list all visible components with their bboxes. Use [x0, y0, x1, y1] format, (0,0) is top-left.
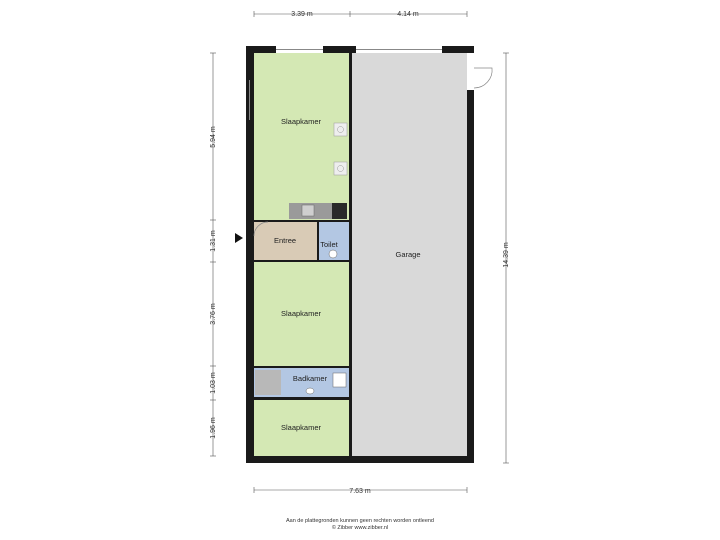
label-badkamer: Badkamer [293, 374, 328, 383]
label-toilet: Toilet [320, 240, 338, 249]
fixture-2-dot [337, 165, 344, 172]
fixture-2 [333, 161, 348, 176]
fixture-1-dot [337, 126, 344, 133]
dim-left-3: 3.76 m [210, 303, 217, 325]
entree-door-swing [253, 221, 269, 237]
room-garage-fill [352, 53, 467, 456]
dim-right-total: 14.39 m [503, 242, 510, 267]
dim-left-1: 5.94 m [210, 126, 217, 148]
fixture-1 [333, 122, 348, 137]
room-slaapkamer-1-fill [253, 53, 349, 220]
dim-bottom-total: 7.63 m [349, 488, 371, 495]
room-entree-fill [253, 222, 317, 260]
dim-top-right: 4.14 m [397, 11, 419, 18]
disclaimer-text: Aan de plattegronden kunnen geen rechten… [285, 518, 434, 524]
dimension-lines [210, 11, 509, 493]
label-slaapkamer-3: Slaapkamer [281, 423, 322, 432]
dim-left-2: 1.31 m [210, 230, 217, 252]
label-garage: Garage [395, 250, 420, 259]
room-slaapkamer-2-fill [253, 262, 349, 366]
label-slaapkamer-1: Slaapkamer [281, 117, 322, 126]
stove [332, 203, 347, 219]
toilet-bowl [328, 249, 338, 259]
bathroom-toilet [305, 387, 315, 395]
label-slaapkamer-2: Slaapkamer [281, 309, 322, 318]
dim-top-left: 3.39 m [291, 11, 313, 18]
copyright-text: © Zibber www.zibber.nl [331, 525, 389, 531]
label-entree: Entree [274, 236, 296, 245]
entrance-arrow-icon [235, 233, 243, 243]
garage-door-gap [467, 53, 474, 90]
room-slaapkamer-3-fill [253, 400, 349, 456]
walls [246, 46, 474, 463]
shower-area [255, 370, 281, 395]
sink [301, 204, 315, 217]
dim-left-4: 1.03 m [210, 372, 217, 394]
washbasin [332, 372, 347, 388]
dim-left-5: 1.96 m [210, 417, 217, 439]
garage-door-swing [473, 67, 493, 89]
